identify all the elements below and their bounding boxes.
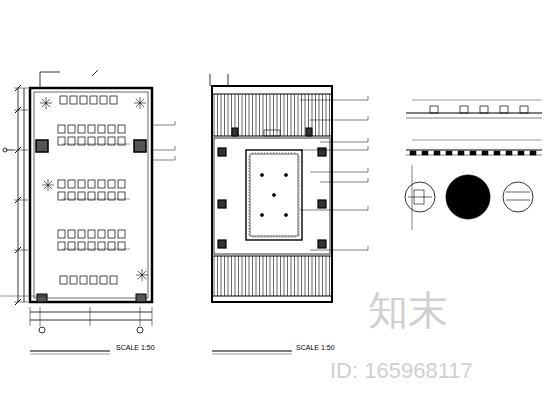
scale-note: SCALE 1:50	[296, 344, 335, 351]
scale-note: SCALE 1:50	[116, 344, 155, 351]
watermark: 知末	[368, 290, 448, 330]
watermark: ID: 165968117	[330, 360, 473, 382]
